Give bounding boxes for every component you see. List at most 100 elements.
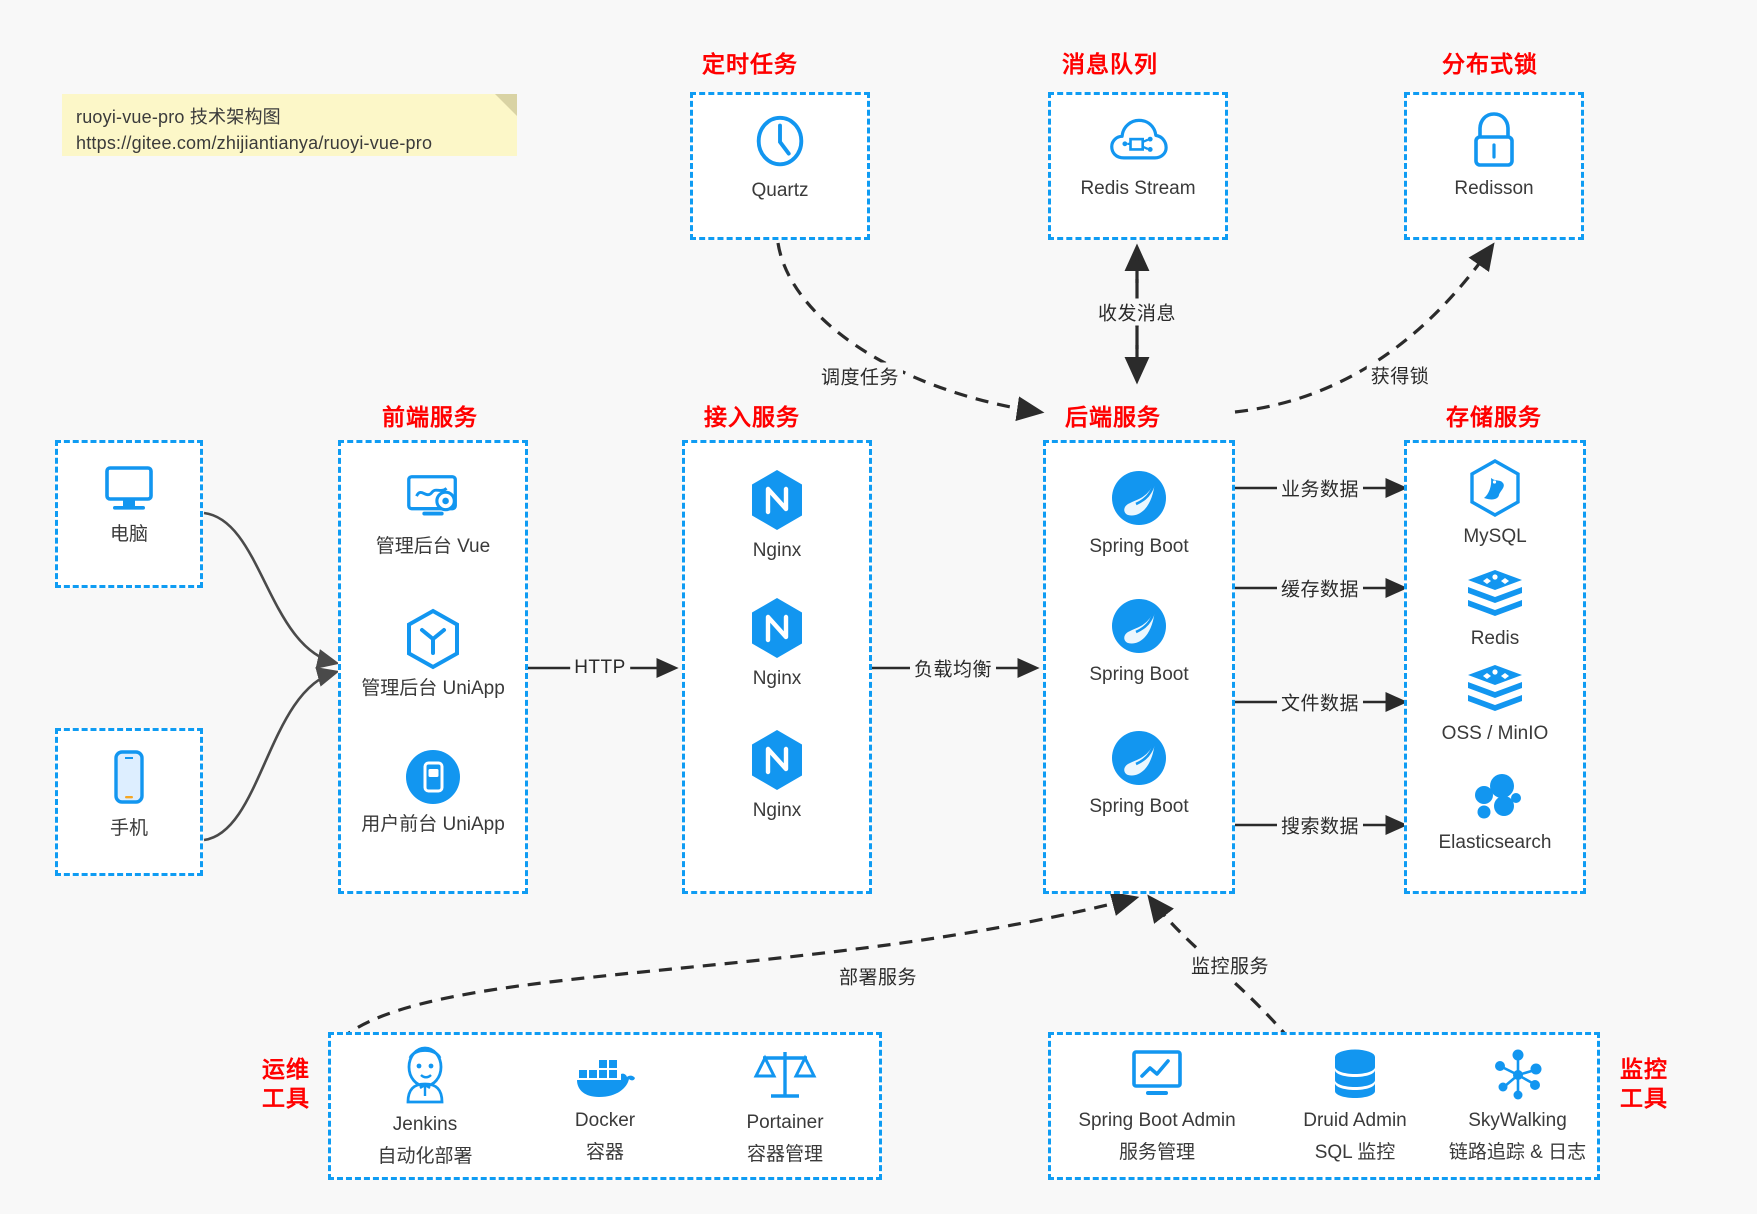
- node-spring-boot-3[interactable]: Spring Boot: [1043, 728, 1235, 820]
- jenkins-icon: [406, 1046, 444, 1104]
- edge-label-file-data: 文件数据: [1276, 688, 1364, 716]
- node-label: 电脑: [109, 524, 148, 545]
- oss-minio-icon: [1468, 665, 1522, 711]
- node-admin-uniapp[interactable]: 管理后台 UniApp: [338, 608, 528, 702]
- edge-label-business-data: 业务数据: [1276, 474, 1364, 502]
- edge-label-cache-data: 缓存数据: [1276, 574, 1364, 602]
- node-nginx-3[interactable]: Nginx: [682, 728, 872, 824]
- section-title-frontend: 前端服务: [382, 404, 478, 430]
- mysql-icon: [1470, 459, 1520, 517]
- monitor-chart-icon: [1132, 1050, 1182, 1095]
- node-quartz[interactable]: Quartz: [690, 110, 870, 204]
- node-label: Spring Boot Admin: [1078, 1110, 1236, 1131]
- edge-label-deploy-service: 部署服务: [834, 962, 922, 990]
- database-icon: [1335, 1049, 1375, 1098]
- node-label: 管理后台 Vue: [375, 536, 491, 557]
- edge-label-search-data: 搜索数据: [1276, 811, 1364, 839]
- edge-label-http: HTTP: [570, 657, 630, 679]
- node-label: Nginx: [752, 800, 802, 821]
- hexagon-y-icon: [407, 608, 459, 670]
- node-spring-boot-1[interactable]: Spring Boot: [1043, 468, 1235, 560]
- node-spring-boot-admin[interactable]: Spring Boot Admin 服务管理: [1052, 1048, 1262, 1165]
- node-redis[interactable]: Redis: [1404, 568, 1586, 652]
- group-box-client-desktop: [55, 440, 203, 588]
- node-nginx-2[interactable]: Nginx: [682, 596, 872, 692]
- node-sublabel: 容器管理: [746, 1143, 823, 1165]
- node-label: Redis Stream: [1080, 178, 1196, 199]
- node-label: 手机: [109, 818, 148, 839]
- node-label: Spring Boot: [1089, 796, 1189, 817]
- section-title-distributed-lock: 分布式锁: [1442, 51, 1538, 77]
- node-skywalking[interactable]: SkyWalking 链路追踪 & 日志: [1425, 1048, 1610, 1165]
- node-redis-stream[interactable]: Redis Stream: [1048, 112, 1228, 202]
- node-label: Druid Admin: [1303, 1110, 1407, 1131]
- spring-boot-icon: [1112, 471, 1166, 525]
- desktop-icon: [105, 466, 153, 510]
- section-title-monitor-line2: 工具: [1620, 1084, 1668, 1111]
- node-sublabel: 链路追踪 & 日志: [1448, 1141, 1587, 1163]
- redis-icon: [1468, 570, 1522, 616]
- edge-label-schedule-task: 调度任务: [816, 362, 904, 390]
- node-phone[interactable]: 手机: [55, 748, 203, 842]
- phone-icon: [114, 750, 144, 804]
- node-sublabel: SQL 监控: [1314, 1141, 1396, 1163]
- node-label: Redisson: [1454, 178, 1534, 199]
- section-title-devops-line2: 工具: [262, 1084, 310, 1111]
- node-label: Jenkins: [392, 1114, 458, 1135]
- node-label: Nginx: [752, 540, 802, 561]
- note-fold-corner: [495, 94, 517, 116]
- node-label: MySQL: [1463, 526, 1527, 547]
- node-druid-admin[interactable]: Druid Admin SQL 监控: [1265, 1048, 1445, 1165]
- skywalking-icon: [1494, 1049, 1541, 1100]
- edge-label-acquire-lock: 获得锁: [1366, 361, 1434, 389]
- node-label: Spring Boot: [1089, 536, 1189, 557]
- node-jenkins[interactable]: Jenkins 自动化部署: [340, 1044, 510, 1169]
- section-title-monitor-line1: 监控: [1620, 1056, 1668, 1082]
- dashboard-gear-icon: [407, 475, 457, 516]
- spring-boot-icon: [1112, 731, 1166, 785]
- node-sublabel: 容器: [585, 1141, 624, 1163]
- node-label: Nginx: [752, 668, 802, 689]
- section-title-storage: 存储服务: [1446, 404, 1542, 430]
- node-redisson[interactable]: Redisson: [1404, 110, 1584, 202]
- node-elasticsearch[interactable]: Elasticsearch: [1404, 770, 1586, 856]
- node-mysql[interactable]: MySQL: [1404, 458, 1586, 550]
- diagram-note: ruoyi-vue-pro 技术架构图 https://gitee.com/zh…: [62, 94, 517, 156]
- section-title-devops-line1: 运维: [262, 1056, 310, 1082]
- node-label: 用户前台 UniApp: [361, 814, 505, 835]
- nginx-icon: [752, 730, 802, 790]
- node-desktop[interactable]: 电脑: [55, 460, 203, 548]
- section-title-devops: 运维 工具: [258, 1055, 314, 1113]
- group-box-monitor: [1048, 1032, 1600, 1180]
- note-line-title: ruoyi-vue-pro 技术架构图: [76, 107, 281, 127]
- nginx-icon: [752, 598, 802, 658]
- node-docker[interactable]: Docker 容器: [520, 1052, 690, 1165]
- node-oss-minio[interactable]: OSS / MinIO: [1404, 663, 1586, 747]
- edge-label-load-balance: 负载均衡: [909, 654, 997, 682]
- node-label: Quartz: [751, 180, 809, 201]
- node-label: Redis: [1470, 628, 1520, 649]
- node-label: Spring Boot: [1089, 664, 1189, 685]
- node-portainer[interactable]: Portainer 容器管理: [700, 1046, 870, 1167]
- note-line-url: https://gitee.com/zhijiantianya/ruoyi-vu…: [76, 133, 433, 154]
- nginx-icon: [752, 470, 802, 530]
- node-label: 管理后台 UniApp: [361, 678, 505, 699]
- node-sublabel: 服务管理: [1118, 1141, 1195, 1163]
- node-admin-vue[interactable]: 管理后台 Vue: [338, 470, 528, 560]
- scales-icon: [753, 1052, 817, 1098]
- mobile-app-icon: [406, 750, 460, 804]
- node-sublabel: 自动化部署: [377, 1145, 473, 1167]
- cloud-stream-icon: [1110, 118, 1168, 160]
- node-spring-boot-2[interactable]: Spring Boot: [1043, 596, 1235, 688]
- node-label: Docker: [574, 1110, 636, 1131]
- clock-icon: [756, 115, 804, 167]
- node-nginx-1[interactable]: Nginx: [682, 468, 872, 564]
- section-title-gateway: 接入服务: [704, 404, 800, 430]
- node-label: Elasticsearch: [1438, 832, 1552, 853]
- node-user-uniapp[interactable]: 用户前台 UniApp: [338, 748, 528, 838]
- spring-boot-icon: [1112, 599, 1166, 653]
- section-title-scheduled-task: 定时任务: [702, 51, 798, 77]
- docker-icon: [577, 1060, 635, 1097]
- section-title-monitor: 监控 工具: [1616, 1055, 1672, 1113]
